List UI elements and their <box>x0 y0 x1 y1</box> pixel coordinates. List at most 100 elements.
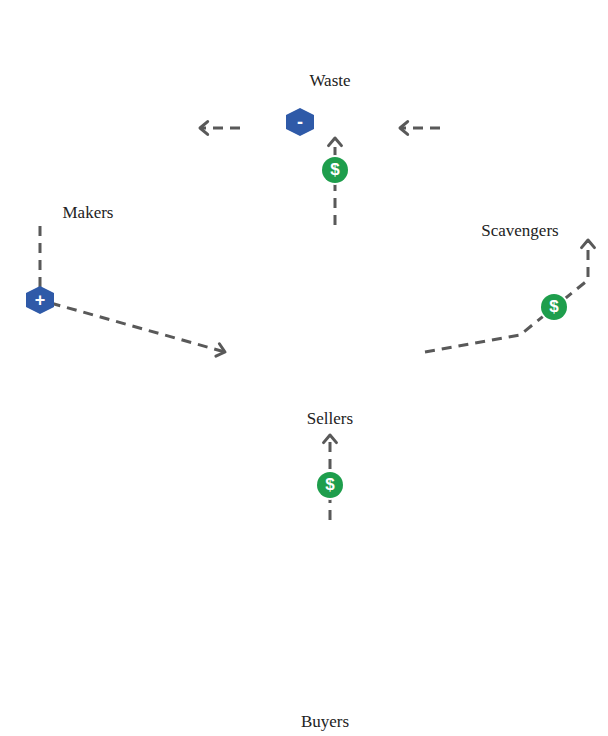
umbrella-pole <box>281 248 283 300</box>
yellow-disc <box>49 181 161 205</box>
person-head <box>260 277 276 293</box>
person-legs <box>282 621 302 684</box>
arrowhead <box>400 122 408 135</box>
person-legs <box>80 110 116 180</box>
node-label: Scavengers <box>481 222 558 240</box>
scrap-bundle <box>556 126 600 176</box>
buyers-group: Buyers <box>220 520 430 734</box>
money-badge-holder: $ <box>321 156 349 184</box>
effect-hexagon: - <box>286 108 314 136</box>
person-torso <box>290 300 312 336</box>
arrowhead <box>329 138 342 146</box>
goods <box>295 266 390 282</box>
person-legs <box>367 621 389 684</box>
red-disc <box>407 167 497 189</box>
red-disc <box>17 170 113 190</box>
arrowhead <box>200 122 208 135</box>
node-label: Waste <box>309 72 350 90</box>
person-head <box>326 537 344 555</box>
waste-mound: Waste <box>240 12 400 138</box>
money-badge-holder: $ <box>540 293 568 321</box>
mound-fill <box>190 18 470 138</box>
effect-hexagon-holder: + <box>26 286 54 314</box>
cart <box>290 282 400 344</box>
scavengers-group: Scavengers <box>440 35 600 240</box>
arrowhead <box>216 344 225 356</box>
umbrella <box>318 237 406 252</box>
person-legs <box>260 331 278 365</box>
makers-figures <box>17 85 210 205</box>
person-head <box>478 42 498 62</box>
wheel <box>381 343 395 357</box>
node-label: Makers <box>63 204 114 222</box>
dashed-line <box>200 127 240 130</box>
scrap-bundle <box>415 98 502 150</box>
person-arm <box>58 116 74 152</box>
flow-connector <box>40 226 225 356</box>
person-legs <box>242 622 264 684</box>
flow-connector <box>425 240 594 352</box>
person-torso <box>240 556 266 622</box>
person-legs <box>148 150 182 185</box>
wheel <box>423 172 441 190</box>
money-badge-holder: $ <box>316 471 344 499</box>
person-head <box>522 60 542 80</box>
dashed-line <box>425 240 588 352</box>
buyers-figures <box>227 536 417 701</box>
person-head <box>244 536 262 554</box>
blue-disc <box>347 353 423 371</box>
person-head <box>33 93 51 111</box>
money-badge: $ <box>322 157 348 183</box>
sellers-group: Sellers <box>225 225 425 435</box>
held-object <box>112 104 126 116</box>
effect-hexagon: + <box>26 286 54 314</box>
effect-hexagon-holder: - <box>286 108 314 136</box>
excavator-track <box>288 20 320 25</box>
shoe <box>76 178 94 185</box>
person-legs <box>474 120 506 190</box>
umbrella <box>242 240 322 255</box>
person-torso <box>322 557 348 621</box>
person-legs <box>324 621 346 684</box>
yellow-disc <box>258 364 378 388</box>
node-label: Sellers <box>307 410 353 428</box>
person-head <box>283 539 301 557</box>
flow-connector <box>400 122 440 135</box>
person-torso <box>48 90 110 120</box>
person-head <box>369 539 387 557</box>
cart-sign <box>300 290 330 298</box>
makers-group: Makers <box>15 78 200 226</box>
person-arm <box>124 104 152 112</box>
arrowhead <box>582 240 595 248</box>
blue-disc <box>518 167 602 189</box>
dashed-line <box>40 226 225 352</box>
person-legs <box>516 140 550 195</box>
node-label: Buyers <box>301 713 349 731</box>
dashed-line <box>400 127 440 130</box>
money-badge: $ <box>541 294 567 320</box>
blue-disc <box>94 172 210 192</box>
person-torso <box>514 84 552 140</box>
red-disc <box>229 353 301 371</box>
arrowhead <box>324 435 337 443</box>
money-badge: $ <box>317 472 343 498</box>
person-torso <box>258 293 280 331</box>
person-head <box>292 284 308 300</box>
orange-disc <box>227 671 417 701</box>
excavator-body <box>292 8 316 20</box>
flow-connector <box>200 122 240 135</box>
sellers-stall <box>229 237 423 388</box>
person-torso <box>365 559 391 621</box>
person-torso <box>280 559 304 621</box>
person-torso <box>470 66 508 120</box>
person-head <box>131 85 149 103</box>
shoe <box>102 178 120 185</box>
person-legs <box>292 336 310 368</box>
yellow-disc <box>445 179 565 205</box>
wheel <box>298 343 312 357</box>
wheelbarrow <box>420 145 505 175</box>
excavator-arm <box>314 2 340 16</box>
person-torso <box>148 92 186 150</box>
umbrella-pole <box>361 246 363 290</box>
scavengers-figures <box>407 42 602 205</box>
